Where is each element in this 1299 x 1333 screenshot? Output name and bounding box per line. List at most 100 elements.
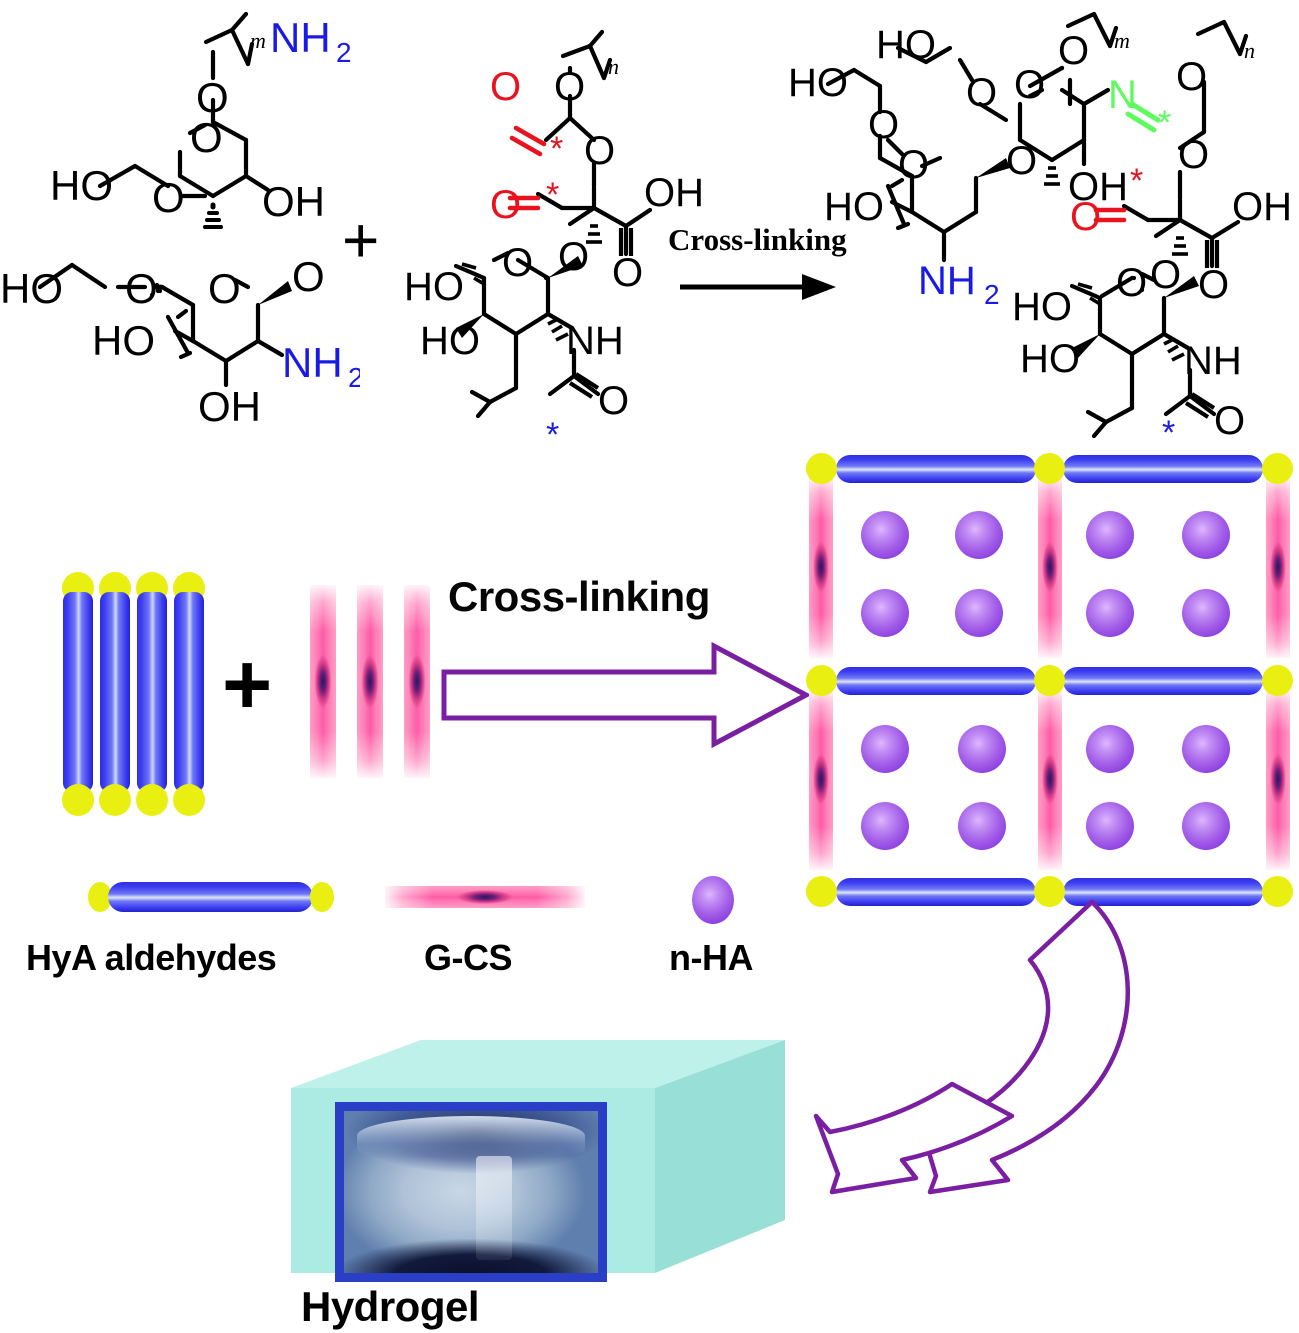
atom-label-o-ring: O — [1116, 261, 1147, 305]
crosslink-label-schematic: Cross-linking — [448, 573, 710, 620]
yellow-node — [1262, 453, 1293, 484]
legend-label-n-ha: n-HA — [669, 937, 753, 978]
atom-label-o-glyco: O — [558, 235, 589, 279]
asterisk-marker: * — [1158, 104, 1171, 142]
stereo-wedge — [548, 256, 583, 278]
plus-sign-schematic: + — [222, 637, 273, 733]
pink-rod — [809, 476, 833, 658]
n-ha-sphere — [958, 802, 1006, 850]
blue-rod — [836, 667, 1036, 695]
atom-label-ho: HO — [824, 185, 884, 229]
atom-label-oh: OH — [262, 178, 325, 225]
yellow-cap — [62, 784, 94, 816]
atom-label-ho: HO — [1020, 337, 1080, 381]
purple-sphere-icon — [692, 876, 734, 924]
yellow-node — [1034, 665, 1065, 696]
atom-label-o-ring: O — [1014, 63, 1045, 107]
svg-text:2: 2 — [984, 279, 1000, 310]
atom-label-o-ether: O — [966, 71, 997, 115]
product-crosslinked-network: HO HO O O O O OH N O HO O NH 2 O O O OH … — [788, 11, 1292, 448]
n-ha-sphere — [955, 589, 1003, 637]
pink-rod — [809, 688, 833, 870]
stereo-wedge — [1072, 334, 1100, 358]
blue-rod-icon — [108, 882, 313, 912]
atom-label-oh: OH — [1068, 165, 1128, 209]
atom-label-ho: HO — [788, 61, 848, 105]
atom-label-o-amide: O — [1214, 399, 1245, 443]
atom-label-o-ring: O — [190, 114, 223, 161]
plus-sign-chemistry: + — [342, 204, 380, 276]
atom-label-o-ring: O — [208, 265, 241, 312]
hydrogel-caption: Hydrogel — [300, 1283, 480, 1330]
pink-rod — [1038, 476, 1062, 658]
n-ha-sphere — [958, 725, 1006, 773]
asterisk-marker: * — [550, 130, 563, 168]
pink-rod — [404, 585, 430, 778]
yellow-node — [806, 453, 837, 484]
svg-text:2: 2 — [336, 37, 352, 68]
atom-label-o-ether: O — [152, 174, 185, 221]
blue-rod — [100, 592, 130, 792]
atom-label-o-ether: O — [868, 103, 899, 147]
blue-rod — [137, 592, 167, 792]
atom-label-o-ring: O — [898, 143, 929, 187]
atom-label-o-aldehyde: O — [490, 183, 521, 227]
repeat-subscript-m: m — [250, 28, 266, 53]
blue-rod — [1063, 878, 1263, 906]
repeat-subscript-n: n — [608, 54, 619, 79]
reaction-arrow — [680, 274, 836, 300]
stereo-wedge — [456, 314, 484, 338]
atom-label-o-glyco: O — [196, 74, 229, 121]
stereo-wedge — [1164, 276, 1199, 298]
atom-label-o-carbonyl: O — [490, 65, 521, 109]
atom-label-ho: HO — [420, 319, 480, 363]
atom-label-ho: HO — [92, 317, 155, 364]
n-ha-sphere — [1086, 725, 1134, 773]
atom-label-o-ester: O — [554, 65, 585, 109]
blue-rod — [1063, 455, 1263, 483]
pink-rod — [1038, 688, 1062, 870]
atom-label-o-ester: O — [584, 129, 615, 173]
n-ha-sphere — [861, 589, 909, 637]
blue-rod — [174, 592, 204, 792]
asterisk-marker: * — [546, 176, 559, 214]
yellow-node — [1034, 453, 1065, 484]
n-ha-sphere — [955, 511, 1003, 559]
chemical-reaction-scheme: NH 2 O O HO O OH m — [0, 0, 1299, 450]
atom-label-o-ring: O — [502, 241, 533, 285]
pink-rod-icon — [385, 886, 585, 908]
n-ha-sphere — [1086, 802, 1134, 850]
blue-rod — [836, 878, 1036, 906]
n-ha-sphere — [861, 802, 909, 850]
yellow-cap-icon — [310, 882, 334, 912]
atom-label-o-glyco: O — [1058, 29, 1089, 73]
blue-rod — [836, 455, 1036, 483]
asterisk-marker: * — [546, 416, 559, 448]
n-ha-sphere — [861, 725, 909, 773]
atom-label-ho: HO — [50, 162, 113, 209]
atom-label-ho: HO — [404, 265, 464, 309]
yellow-cap — [99, 784, 131, 816]
atom-label-oh: OH — [1232, 185, 1292, 229]
atom-label-o-aldehyde: O — [1070, 195, 1101, 239]
pink-rod — [1266, 476, 1290, 658]
n-ha-sphere — [1086, 589, 1134, 637]
legend-label-hya-aldehydes: HyA aldehydes — [26, 937, 277, 978]
yellow-cap — [173, 784, 205, 816]
blue-rod — [1063, 667, 1263, 695]
stereo-wedge — [258, 281, 292, 305]
blue-rod — [63, 592, 93, 792]
n-ha-sphere — [861, 511, 909, 559]
repeat-subscript-n: n — [1244, 38, 1255, 63]
reactant-hya-aldehyde: O O O O OH O O O HO HO NH O n * * * — [404, 29, 704, 448]
atom-label-oh: OH — [644, 171, 704, 215]
pink-rod — [1266, 688, 1290, 870]
legend: HyA aldehydes G-CS n-HA — [0, 865, 820, 995]
atom-label-o-carbonyl: O — [612, 251, 643, 295]
yellow-node — [806, 876, 837, 907]
atom-label-o-ester: O — [1178, 133, 1209, 177]
repeat-subscript-m: m — [1114, 28, 1130, 53]
atom-label-n-imine: N — [1108, 73, 1137, 117]
atom-label-o-ester: O — [1176, 55, 1207, 99]
